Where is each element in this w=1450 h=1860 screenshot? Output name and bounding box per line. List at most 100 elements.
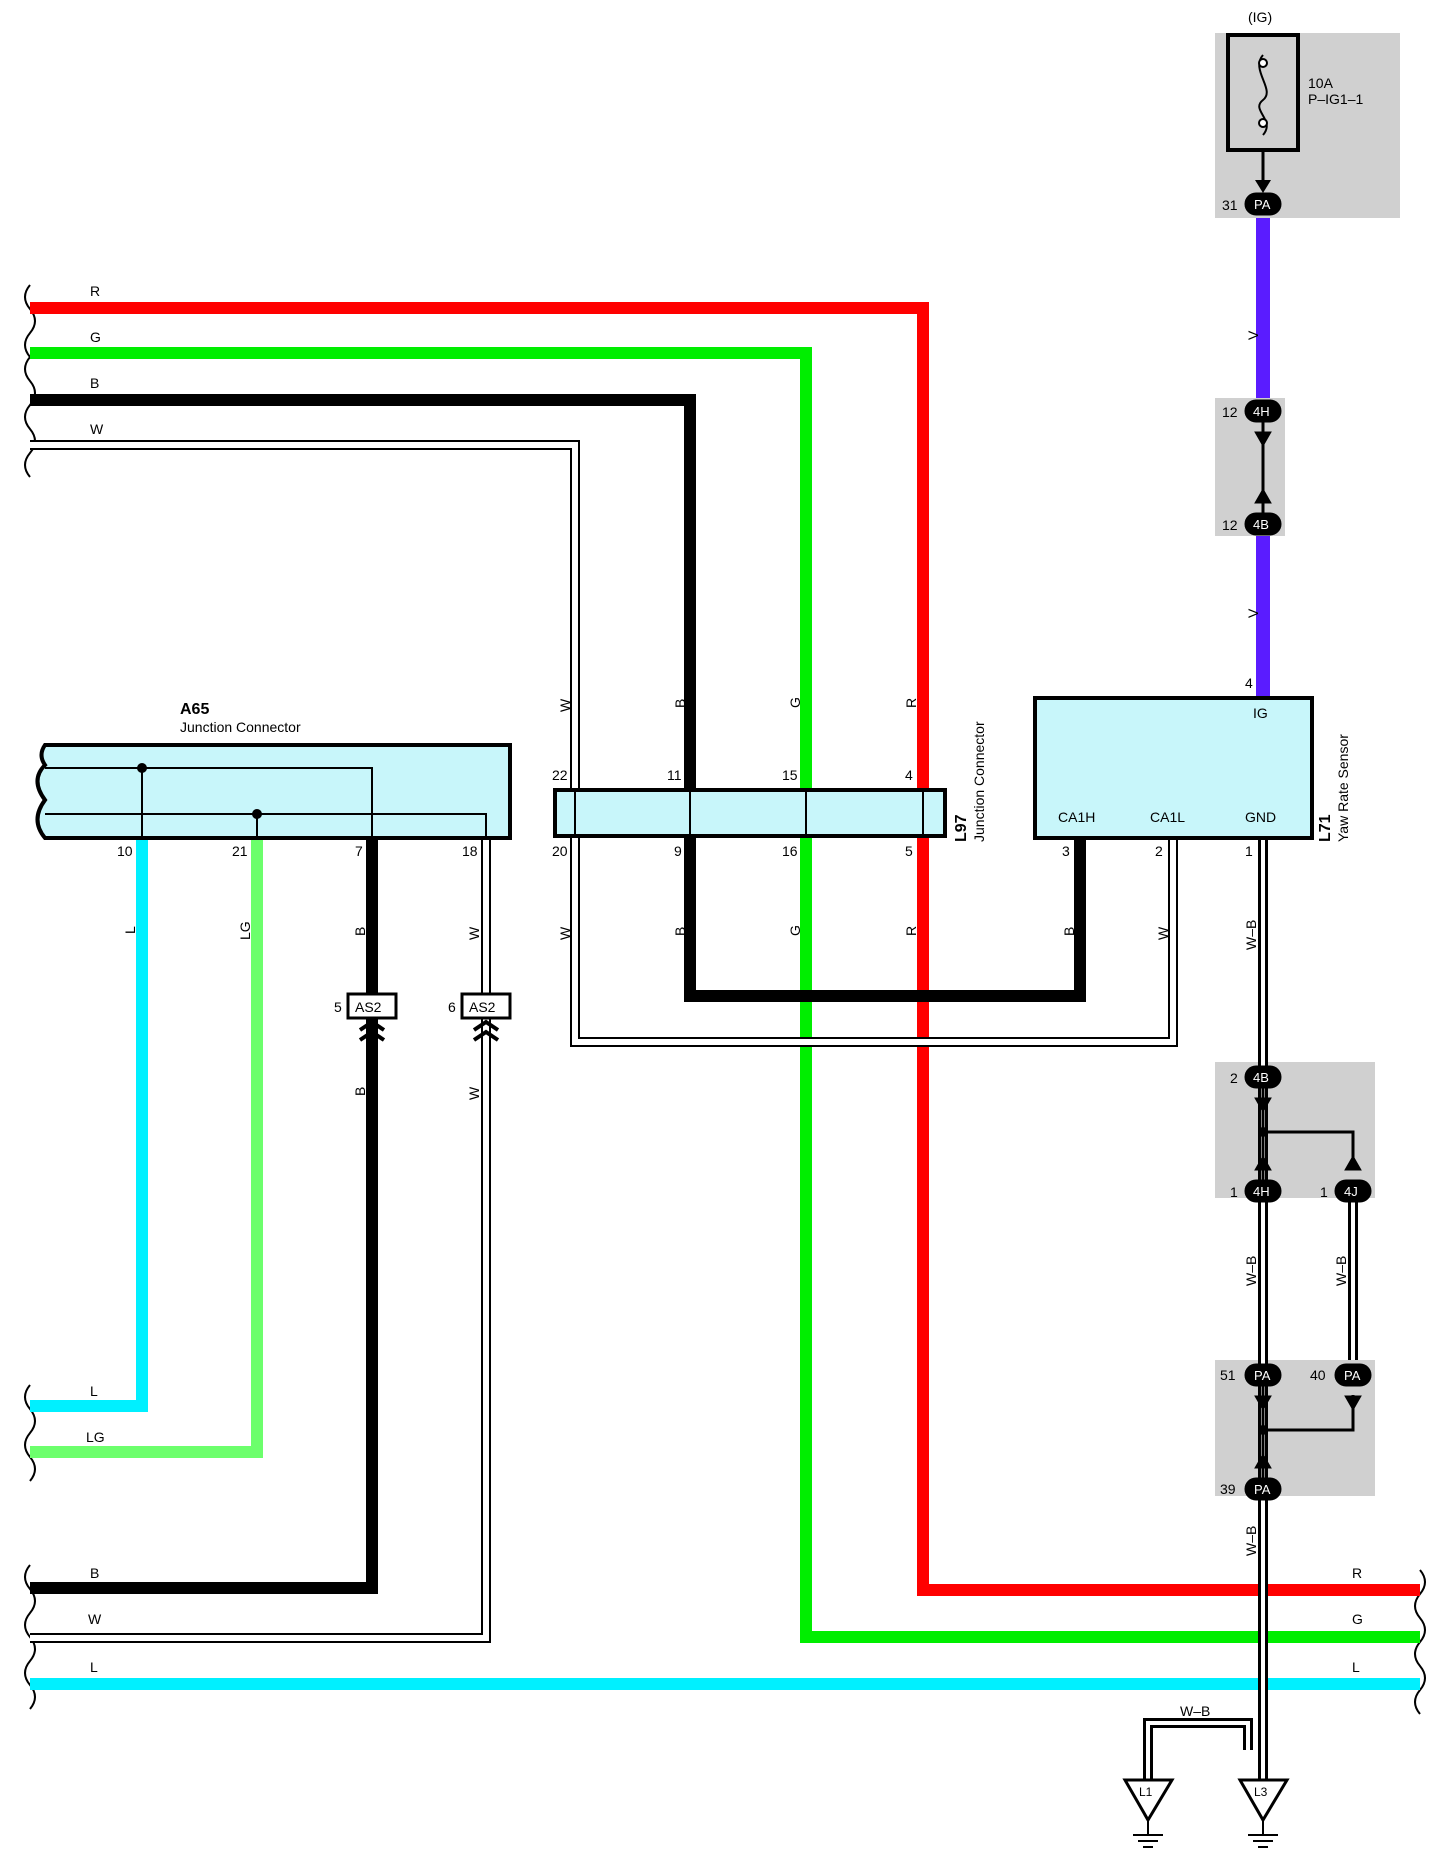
- code-b-top-left: B: [90, 375, 99, 391]
- l71-pin-ig: IG: [1253, 705, 1268, 721]
- conn-pa-51: PA: [1254, 1368, 1271, 1383]
- code-w-a65: W: [466, 926, 482, 940]
- code-v-upper: V: [1245, 330, 1261, 340]
- as2-connectors: [346, 992, 512, 1042]
- conn-4b-2: 4B: [1253, 1070, 1269, 1085]
- code-g-top-left: G: [90, 329, 101, 345]
- fuse-rating: 10A: [1308, 75, 1334, 91]
- wire-b: [30, 394, 1086, 1002]
- pin-l71-3: 3: [1062, 843, 1070, 859]
- conn-as2-5: AS2: [355, 999, 382, 1015]
- pa-link: [1254, 1386, 1362, 1478]
- pin-a65-7: 7: [355, 843, 363, 859]
- pin-4b-12: 12: [1222, 517, 1238, 533]
- code-wb-ground: W–B: [1180, 1703, 1210, 1719]
- l71-name: Yaw Rate Sensor: [1335, 734, 1351, 842]
- code-w-bl: W: [88, 1611, 102, 1627]
- code-b-a65: B: [352, 927, 368, 936]
- pin-pa-40: 40: [1310, 1367, 1326, 1383]
- code-wb-4h: W–B: [1243, 1256, 1259, 1286]
- connector-pills: [1244, 192, 1372, 1501]
- l71-pin-gnd: GND: [1245, 809, 1276, 825]
- l97-code: L97: [953, 814, 970, 842]
- pin-l71-2: 2: [1155, 843, 1163, 859]
- code-l-a65: L: [122, 926, 138, 934]
- pin-4h-1: 1: [1230, 1184, 1238, 1200]
- pin-l71-1: 1: [1245, 843, 1253, 859]
- pin-l97-4: 4: [905, 767, 913, 783]
- fuse-pa-arrow: [1255, 180, 1271, 193]
- code-g-l97-top: G: [787, 697, 803, 708]
- wire-b-a65: [30, 838, 378, 1594]
- l71-code: L71: [1317, 814, 1334, 842]
- fuse-10a: [1226, 33, 1300, 190]
- code-w-l71: W: [1155, 926, 1171, 940]
- code-g-br: G: [1352, 1611, 1363, 1627]
- shade-fuse-box: [1215, 33, 1400, 218]
- code-b-bl: B: [90, 1565, 99, 1581]
- code-w-top-left: W: [90, 421, 104, 437]
- conn-4j-1: 4J: [1344, 1184, 1358, 1199]
- pin-pa-51: 51: [1220, 1367, 1236, 1383]
- wire-lg-a65: [30, 838, 263, 1458]
- code-wb-4j: W–B: [1333, 1256, 1349, 1286]
- conn-as2-6: AS2: [469, 999, 496, 1015]
- ig-label: (IG): [1248, 9, 1272, 25]
- pin-pa-31: 31: [1222, 197, 1238, 213]
- code-w-l97-top: W: [557, 698, 573, 712]
- l71-yaw-rate-sensor: [1033, 696, 1314, 840]
- code-r-l97-top: R: [903, 698, 919, 708]
- code-l-bl2: L: [90, 1659, 98, 1675]
- l97-name: Junction Connector: [971, 721, 987, 842]
- code-r-top-left: R: [90, 283, 100, 299]
- wire-r: [30, 302, 1420, 1596]
- code-w-l97-bot: W: [557, 926, 573, 940]
- a65-code: A65: [180, 701, 209, 718]
- conn-4h-12: 4H: [1253, 404, 1270, 419]
- pin-l97-15: 15: [782, 767, 798, 783]
- pin-as2-5: 5: [334, 999, 342, 1015]
- pin-l97-20: 20: [552, 843, 568, 859]
- code-l-bl: L: [90, 1383, 98, 1399]
- l97-junction-connector: [553, 788, 947, 838]
- code-b-l71: B: [1061, 927, 1077, 936]
- code-l-br: L: [1352, 1659, 1360, 1675]
- pin-l97-11: 11: [667, 767, 682, 783]
- wire-wb: [1143, 838, 1358, 1780]
- ground-l3-label: L3: [1254, 1785, 1268, 1799]
- pin-a65-10: 10: [117, 843, 133, 859]
- a65-junction-connector: [35, 743, 512, 840]
- code-r-br: R: [1352, 1565, 1362, 1581]
- shade-4b-4h-4j: [1215, 1062, 1375, 1198]
- conn-4h-1: 4H: [1253, 1184, 1270, 1199]
- code-wb-l71: W–B: [1243, 920, 1259, 950]
- left-wire-breaks: [24, 284, 36, 1710]
- pin-l97-22: 22: [552, 767, 568, 783]
- code-v-lower: V: [1245, 608, 1261, 618]
- pin-a65-21: 21: [232, 843, 248, 859]
- code-b-l97-bot: B: [672, 927, 688, 936]
- l71-pin-ca1l: CA1L: [1150, 809, 1185, 825]
- pin-l97-5: 5: [905, 843, 913, 859]
- code-b-as2: B: [352, 1087, 368, 1096]
- pin-ig-4: 4: [1245, 675, 1253, 691]
- ground-l1-label: L1: [1139, 1785, 1153, 1799]
- code-g-l97-bot: G: [787, 925, 803, 936]
- code-lg-a65: LG: [237, 921, 253, 940]
- l71-pin-ca1h: CA1H: [1058, 809, 1095, 825]
- pin-4b-2: 2: [1230, 1070, 1238, 1086]
- pin-l97-16: 16: [782, 843, 798, 859]
- pin-4j-1: 1: [1320, 1184, 1328, 1200]
- conn-4b-12: 4B: [1253, 517, 1269, 532]
- fuse-name: P–IG1–1: [1308, 91, 1363, 107]
- ground-l1: [1122, 1778, 1175, 1848]
- pin-l97-9: 9: [674, 843, 682, 859]
- wire-l-a65: [30, 838, 148, 1412]
- conn-pa-40: PA: [1344, 1368, 1361, 1383]
- a65-name: Junction Connector: [180, 719, 301, 735]
- code-wb-pa39: W–B: [1243, 1526, 1259, 1556]
- pin-a65-18: 18: [462, 843, 478, 859]
- code-lg-bl: LG: [86, 1429, 105, 1445]
- pin-as2-6: 6: [448, 999, 456, 1015]
